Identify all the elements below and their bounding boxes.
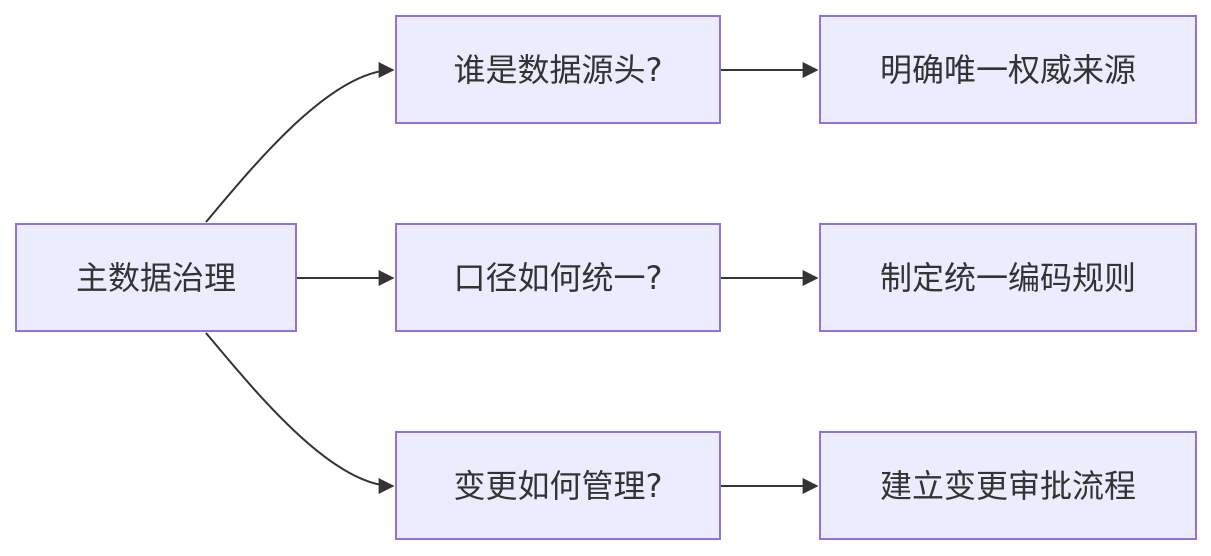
node-label: 明确唯一权威来源 — [880, 51, 1136, 89]
node-data-source-question: 谁是数据源头? — [395, 15, 721, 124]
node-coding-rules-answer: 制定统一编码规则 — [819, 223, 1197, 332]
node-label: 谁是数据源头? — [454, 51, 663, 89]
node-change-question: 变更如何管理? — [395, 431, 721, 540]
node-standard-question: 口径如何统一? — [395, 223, 721, 332]
edge-root-to-source — [205, 62, 395, 223]
node-master-data-governance: 主数据治理 — [15, 223, 297, 332]
node-change-approval-answer: 建立变更审批流程 — [819, 431, 1197, 540]
edge-root-to-change — [205, 332, 395, 494]
node-label: 口径如何统一? — [454, 259, 663, 297]
node-authority-source-answer: 明确唯一权威来源 — [819, 15, 1197, 124]
node-label: 主数据治理 — [76, 259, 236, 297]
node-label: 建立变更审批流程 — [880, 467, 1136, 505]
node-label: 变更如何管理? — [454, 467, 663, 505]
node-label: 制定统一编码规则 — [880, 259, 1136, 297]
